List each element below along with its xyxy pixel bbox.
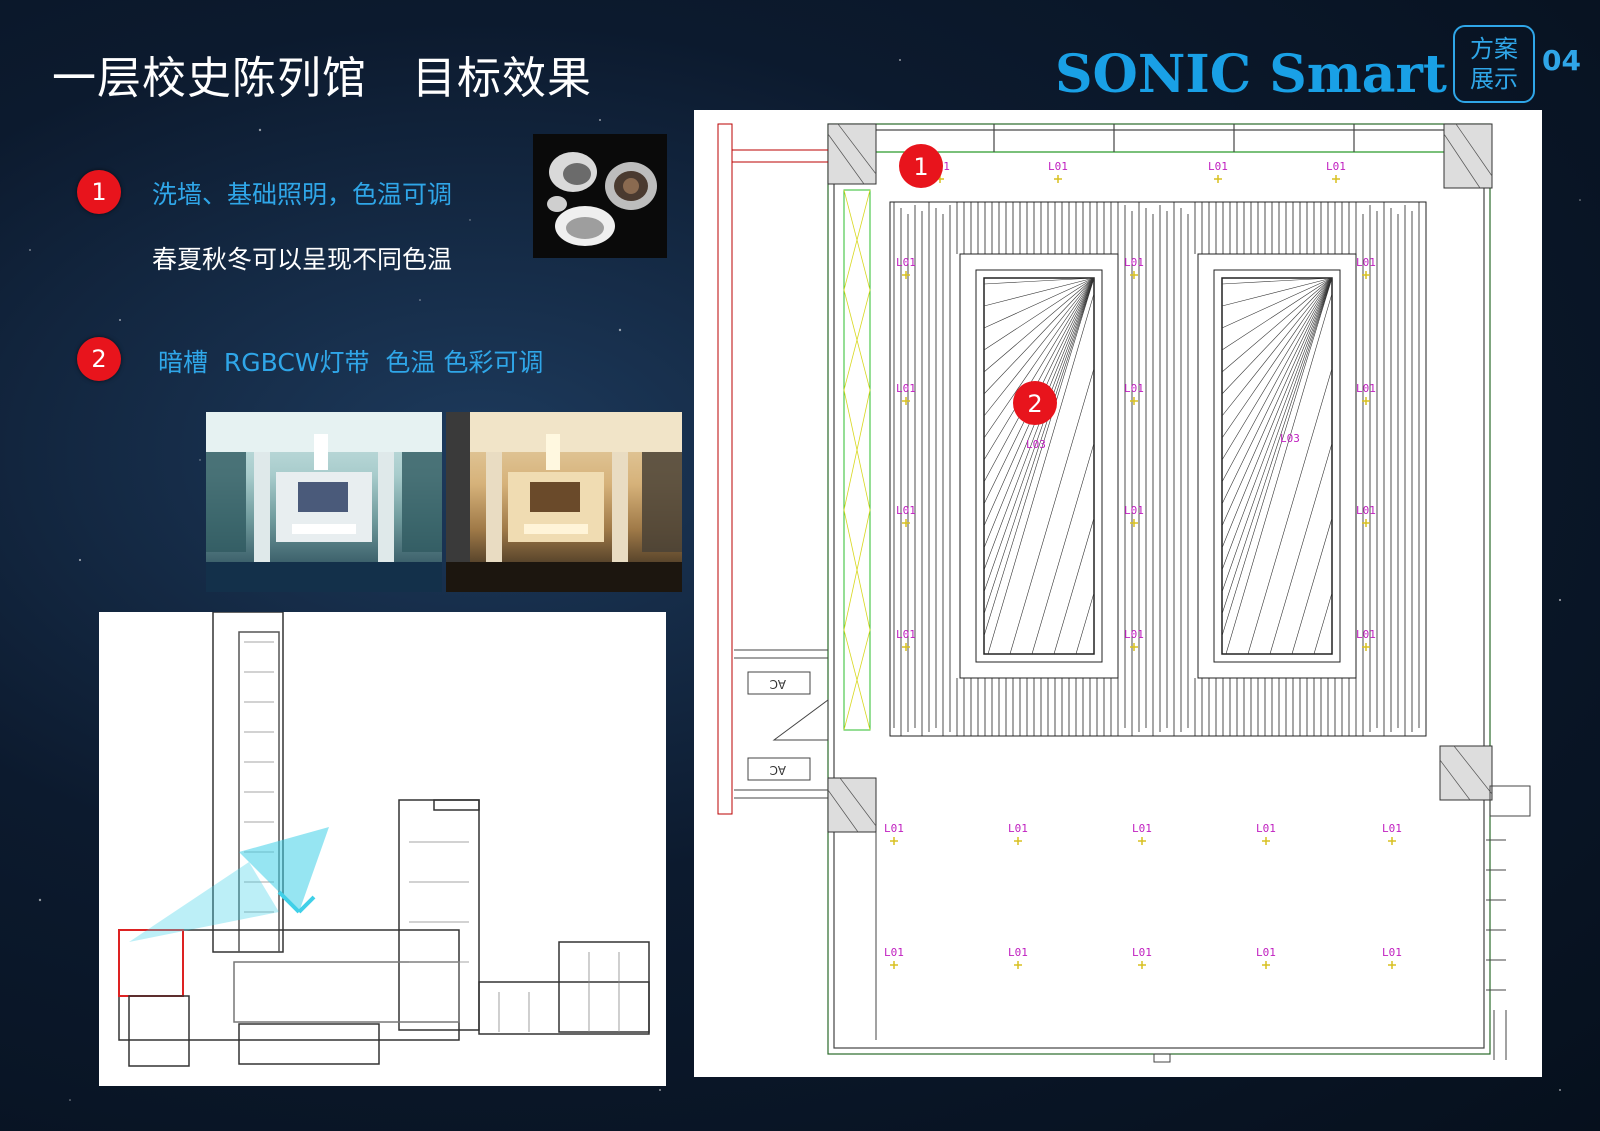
fixture-mark [1362,643,1370,651]
fixture-label: L01 [1382,946,1402,959]
plan-marker-2: 2 [1027,390,1042,418]
fixture-mark [1014,837,1022,845]
fixture-mark [1054,175,1062,183]
fixture-mark [1130,519,1138,527]
fixture-label: L01 [1048,160,1068,173]
fixture-label: L01 [896,256,916,269]
warm-light-room-photo [446,412,682,592]
fixture-label: L01 [1356,504,1376,517]
fixture-label: L01 [884,822,904,835]
section-tag-line1: 方案 [1470,35,1518,63]
page-number: 04 [1542,44,1581,77]
fixture-label: L01 [1124,628,1144,641]
section-tag-line2: 展示 [1470,65,1518,93]
fixture-label: L01 [1008,946,1028,959]
fixture-label: L01 [896,382,916,395]
fixture-label: L01 [1256,946,1276,959]
fixture-mark [902,397,910,405]
fixture-label: L01 [1256,822,1276,835]
fixture-label: L01 [1356,628,1376,641]
ceiling-lighting-plan: AC AC [694,110,1542,1077]
ac-label-1: AC [770,677,786,691]
feature-2-badge: 2 [77,337,121,381]
fixture-label: L01 [1382,822,1402,835]
strip-label-left: L03 [1026,438,1046,451]
section-tag: 方案 展示 [1453,25,1535,103]
fixture-mark [1332,175,1340,183]
fixture-label: L01 [1132,822,1152,835]
fixture-label: L01 [1124,504,1144,517]
fixture-mark [1362,397,1370,405]
feature-1-badge: 1 [77,170,121,214]
fixture-mark [902,519,910,527]
fixture-mark [902,643,910,651]
fixture-label: L01 [1124,382,1144,395]
plan-marker-1: 1 [913,153,928,181]
brand-logo-text: SONIC Smart [1055,44,1447,105]
fixture-mark [1262,961,1270,969]
feature-1-label: 洗墙、基础照明，色温可调 [152,180,453,209]
fixture-mark [890,961,898,969]
fixture-mark [902,271,910,279]
fixture-mark [1214,175,1222,183]
downlight-product-image [533,134,667,258]
fixture-label: L01 [1208,160,1228,173]
fixture-label: L01 [1356,256,1376,269]
fixture-mark [1130,271,1138,279]
page-title: 一层校史陈列馆 目标效果 [52,53,592,104]
fixture-label: L01 [1008,822,1028,835]
feature-2-label: 暗槽 RGBCW灯带 色温 色彩可调 [158,348,544,377]
ac-label-2: AC [770,763,786,777]
fixture-label: L01 [1124,256,1144,269]
fixture-mark [1138,837,1146,845]
fixture-mark [1130,397,1138,405]
cool-light-room-photo [206,412,442,592]
feature-1-detail: 春夏秋冬可以呈现不同色温 [152,245,453,274]
fixture-mark [1130,643,1138,651]
fixture-mark [1262,837,1270,845]
fixture-mark [1014,961,1022,969]
fixture-mark [1388,837,1396,845]
site-floor-plan [99,611,666,1086]
fixture-mark [1388,961,1396,969]
fixture-label: L01 [884,946,904,959]
fixture-label: L01 [1132,946,1152,959]
fixture-mark [1138,961,1146,969]
strip-label-right: L03 [1280,432,1300,445]
fixture-mark [1362,519,1370,527]
fixture-mark [1362,271,1370,279]
fixture-label: L01 [896,504,916,517]
fixture-label: L01 [896,628,916,641]
fixture-label: L01 [1326,160,1346,173]
fixture-mark [890,837,898,845]
fixture-label: L01 [1356,382,1376,395]
